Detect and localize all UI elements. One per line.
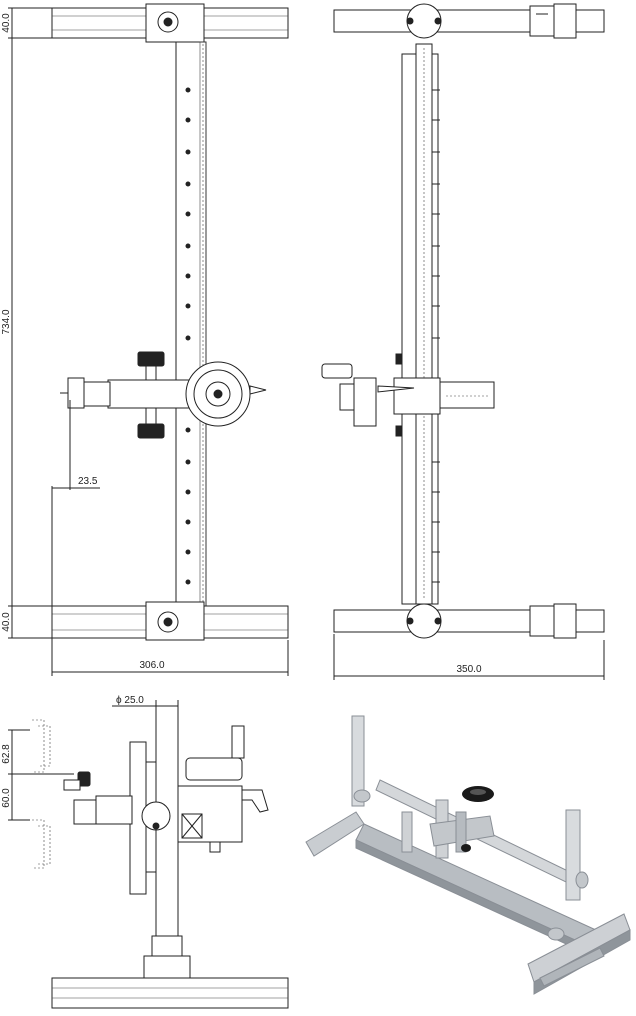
elevation-base: [51, 977, 289, 1009]
dim-height-upper: 62.8: [1, 744, 12, 764]
render-long-rail: [355, 823, 597, 947]
front-view: [8, 3, 289, 676]
dim-offset: 23.5: [78, 476, 98, 487]
product-render: [305, 715, 631, 995]
front-rail-holes: [185, 87, 191, 585]
dim-overall-length: 734.0: [1, 309, 12, 334]
front-vertical-rail: [175, 41, 207, 609]
dim-diameter: ϕ 25.0: [116, 695, 144, 706]
dim-height-lower: 60.0: [1, 788, 12, 808]
side-center-mechanism: [321, 353, 495, 437]
dim-width-side: 350.0: [456, 664, 481, 675]
dim-width-front: 306.0: [139, 660, 164, 671]
front-center-mechanism: [60, 351, 267, 439]
front-knob-bottom: [137, 423, 165, 439]
render-rear-base-left: [305, 811, 365, 857]
side-rail-ticks: [432, 89, 440, 583]
front-knob-top: [137, 351, 165, 367]
dim-bottom-bar: 40.0: [1, 612, 12, 632]
elevation-view: [8, 700, 289, 1009]
side-view: [321, 3, 605, 680]
elevation-head: [185, 757, 243, 781]
render-rear-post: [351, 715, 365, 807]
dim-top-bar: 40.0: [1, 13, 12, 33]
